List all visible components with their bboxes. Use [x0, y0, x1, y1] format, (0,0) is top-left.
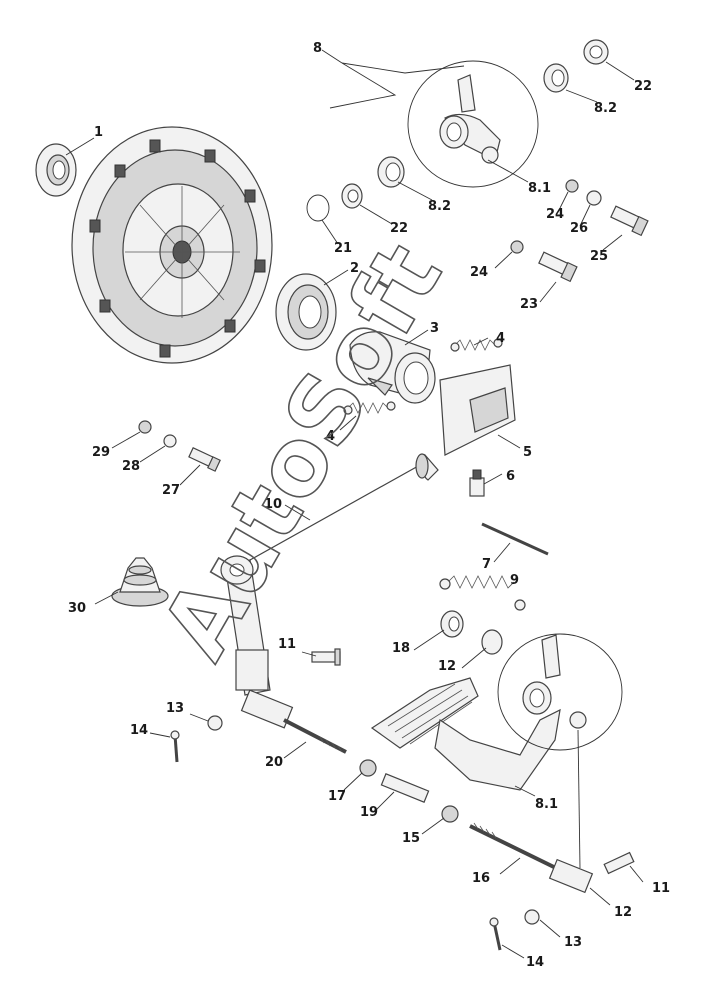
- callout-15: 15: [402, 831, 420, 846]
- callout-23: 23: [520, 297, 538, 312]
- sleeve-18: [440, 610, 464, 638]
- snap-ring-21: [306, 194, 330, 222]
- washer-28: [163, 434, 177, 448]
- nut-24-upper: [565, 179, 579, 193]
- callout-24-lower: 24: [470, 265, 488, 280]
- callout-30: 30: [68, 601, 86, 616]
- pin-11-lower: [603, 851, 635, 875]
- callout-24-upper: 24: [546, 207, 564, 222]
- adjuster-rod-16: [469, 822, 594, 894]
- clutch-pedal-8.1: [370, 633, 623, 869]
- callout-12-lower: 12: [614, 905, 632, 920]
- washer-13-lower: [524, 909, 540, 925]
- spring-4-lower: [343, 401, 396, 415]
- adjuster-rod-20: [240, 689, 347, 754]
- callout-17: 17: [328, 789, 346, 804]
- cotter-pin-14-lower: [489, 917, 502, 951]
- rubber-boot-30: [111, 557, 169, 607]
- callout-21: 21: [334, 241, 352, 256]
- callout-13-lower: 13: [564, 935, 582, 950]
- callout-8: 8: [313, 41, 322, 56]
- callout-8.1-top: 8.1: [528, 181, 551, 196]
- nut-15: [441, 805, 459, 823]
- callout-27: 27: [162, 483, 180, 498]
- clutch-lever-10: [220, 453, 429, 696]
- callout-7: 7: [482, 557, 491, 572]
- callout-25: 25: [590, 249, 608, 264]
- bushing-8.2-top: [543, 63, 569, 93]
- callout-4-upper: 4: [496, 331, 505, 346]
- callout-22-top: 22: [634, 79, 652, 94]
- bushing-12: [481, 629, 503, 655]
- callout-8.2-top: 8.2: [594, 101, 617, 116]
- bearing-2: [275, 273, 337, 351]
- cotter-pin-14-upper: [170, 730, 180, 763]
- callout-5: 5: [523, 445, 532, 460]
- washer-22-top: [583, 39, 609, 65]
- spring-4-upper: [450, 338, 503, 352]
- leader-lines: [65, 49, 644, 959]
- callout-2: 2: [350, 261, 359, 276]
- nut-26: [586, 190, 602, 206]
- pin-11-upper: [311, 648, 341, 666]
- callout-8.1-bottom: 8.1: [535, 797, 558, 812]
- callout-11-upper: 11: [278, 637, 296, 652]
- callout-26: 26: [570, 221, 588, 236]
- washer-22-mid: [341, 183, 363, 209]
- nut-17: [359, 759, 377, 777]
- bolt-27: [188, 447, 221, 472]
- nut-29: [138, 420, 152, 434]
- grease-fitting-6: [469, 469, 485, 497]
- callout-8.2-mid: 8.2: [428, 199, 451, 214]
- bearing-1: [35, 143, 77, 197]
- callout-13-upper: 13: [166, 701, 184, 716]
- callout-29: 29: [92, 445, 110, 460]
- release-fork-5: [422, 364, 516, 481]
- callout-11-lower: 11: [652, 881, 670, 896]
- release-sleeve-3: [349, 331, 436, 404]
- callout-9: 9: [510, 573, 519, 588]
- tube-19: [380, 773, 430, 803]
- return-spring-9: [439, 575, 526, 611]
- callout-3: 3: [430, 321, 439, 336]
- callout-1: 1: [94, 125, 103, 140]
- callout-6: 6: [506, 469, 515, 484]
- callout-4-lower: 4: [326, 429, 335, 444]
- bushing-8.2-mid: [377, 156, 405, 188]
- bolt-23: [538, 251, 578, 283]
- callout-20: 20: [265, 755, 283, 770]
- callout-16: 16: [472, 871, 490, 886]
- callout-10: 10: [264, 497, 282, 512]
- bolt-25: [610, 205, 649, 237]
- callout-14-upper: 14: [130, 723, 148, 738]
- clutch-assembly: [71, 126, 273, 364]
- pedal-bracket-detail-8: [407, 60, 539, 188]
- rod-7: [481, 522, 549, 556]
- callout-19: 19: [360, 805, 378, 820]
- washer-13-upper: [207, 715, 223, 731]
- nut-24-lower: [510, 240, 524, 254]
- callout-28: 28: [122, 459, 140, 474]
- callout-14-lower: 14: [526, 955, 544, 970]
- callout-12-pedal: 12: [438, 659, 456, 674]
- callout-18: 18: [392, 641, 410, 656]
- callout-labels: 1 2 3 4 4 5 6 7 8 8.1 8.1 8.2 8.2 9 10 1…: [68, 41, 670, 970]
- callout-22-mid: 22: [390, 221, 408, 236]
